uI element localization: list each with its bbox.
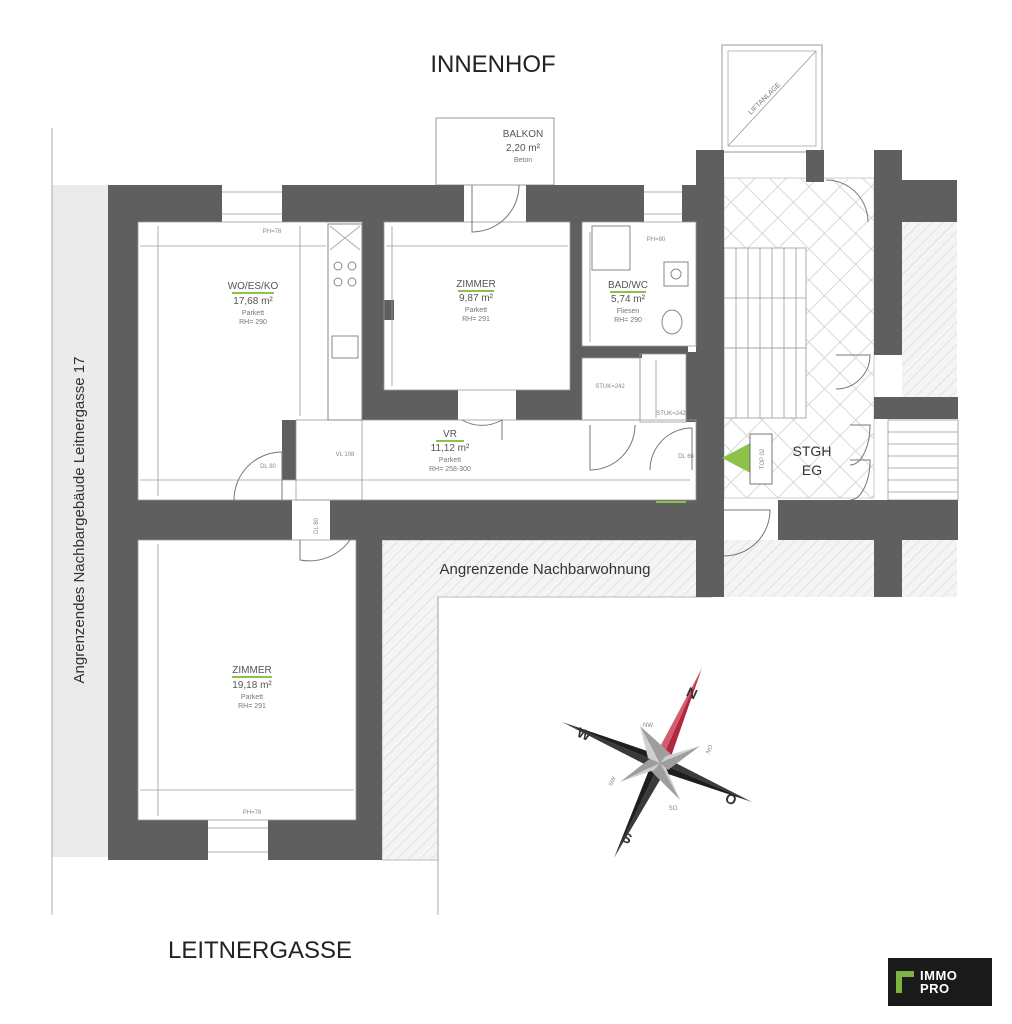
hall-name: VR <box>443 429 457 440</box>
walls <box>108 150 958 860</box>
bathroom-height: RH= 290 <box>614 317 642 324</box>
logo-line-1: IMMO <box>920 968 958 983</box>
compass-w: W <box>575 724 594 744</box>
bathroom-name: BAD/WC <box>608 280 648 291</box>
stucco-note-1: STUK=242 <box>595 384 625 390</box>
room1-name: ZIMMER <box>456 279 495 290</box>
room2-name: ZIMMER <box>232 665 271 676</box>
living-kitchen-name: WO/ES/KO <box>228 281 279 292</box>
side-building-label: Angrenzendes Nachbargebäude Leitnergasse… <box>71 357 88 684</box>
top-badge <box>749 433 773 485</box>
right-hatched-3 <box>902 540 957 597</box>
top-marker <box>722 440 756 476</box>
room1-height: RH= 291 <box>462 316 490 323</box>
street-label: LEITNERGASSE <box>168 937 352 964</box>
bathroom-area: 5,74 m² <box>611 294 646 305</box>
stair-label-2: EG <box>802 462 822 478</box>
door-note-3: DL 66 <box>678 454 694 460</box>
hall-area: 11,12 m² <box>431 443 470 454</box>
neighbour-building-strip <box>52 185 108 857</box>
living-kitchen-area: 17,68 m² <box>233 296 273 307</box>
courtyard-label: INNENHOF <box>430 51 555 78</box>
stairs-upper <box>723 247 807 349</box>
compass-nw: NW <box>643 723 653 729</box>
windows <box>208 191 682 853</box>
top-label: TOP 02 <box>760 448 766 469</box>
neighbour-flat-label: Angrenzende Nachbarwohnung <box>440 561 651 578</box>
logo-line-2: PRO <box>920 981 950 996</box>
doors <box>233 179 871 562</box>
passage-note: VL 108 <box>336 452 355 458</box>
bathroom-floor: Fliesen <box>617 308 640 315</box>
balcony-area: 2,20 m² <box>506 143 541 154</box>
balcony-floor: Beton <box>514 157 532 164</box>
stair-label-1: STGH <box>793 443 832 459</box>
living-kitchen-height: RH= 290 <box>239 319 267 326</box>
neighbour-flat-area <box>381 539 713 861</box>
room1-area: 9,87 m² <box>459 293 494 304</box>
living-kitchen-floor: Parkett <box>242 310 264 317</box>
door-note-2: DL 80 <box>314 517 320 533</box>
stairs-right <box>887 419 959 501</box>
compass-sw: SW <box>608 776 618 788</box>
dimension-lines <box>140 226 690 816</box>
compass-so: SO <box>669 806 678 812</box>
parapet-note-1: PH=78 <box>263 229 282 235</box>
brand-logo: IMMO PRO <box>888 958 992 1006</box>
parapet-note-3: PH=78 <box>243 810 262 816</box>
right-hatched-2 <box>724 540 874 597</box>
stucco-note-2: STUK=242 <box>656 411 686 417</box>
balcony-name: BALKON <box>503 129 544 140</box>
parapet-note-2: PH=80 <box>647 237 666 243</box>
hall-floor: Parkett <box>439 457 461 464</box>
room2-area: 19,18 m² <box>232 680 272 691</box>
bathroom-fixtures <box>591 225 689 335</box>
room1-floor: Parkett <box>465 307 487 314</box>
balcony <box>435 117 555 186</box>
logo-icon <box>896 971 914 993</box>
room2-height: RH= 291 <box>238 703 266 710</box>
hall-height: RH= 258-300 <box>429 466 471 473</box>
compass-rose <box>562 668 752 858</box>
room-outlines <box>137 221 697 821</box>
kitchen-counter <box>327 223 363 421</box>
stairs-lower <box>723 347 807 419</box>
compass-no: NO <box>706 744 715 755</box>
room2-floor: Parkett <box>241 694 263 701</box>
right-hatched-1 <box>902 222 957 397</box>
door-note-1: DL 80 <box>260 464 276 470</box>
